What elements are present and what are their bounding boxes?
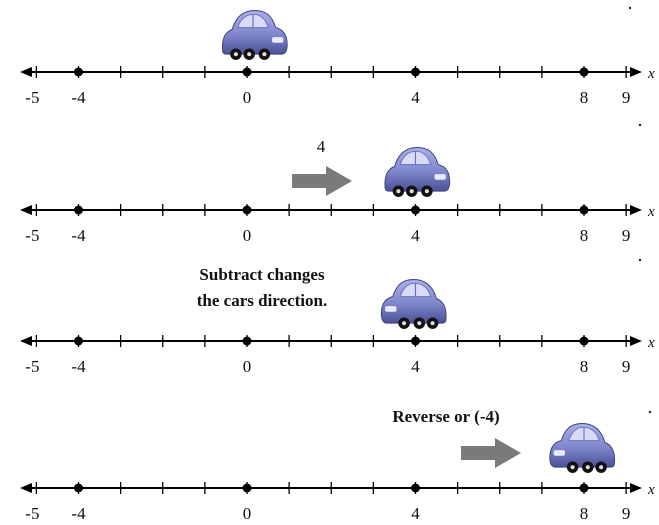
panel-4: -5 -4 0 4 8 9x Reverse or (-4) [20, 407, 655, 523]
tick-label: -4 [71, 88, 86, 107]
point-dot [411, 483, 420, 493]
tick-label: -5 [25, 226, 39, 245]
stray-mark [638, 258, 642, 262]
tick-label: 4 [411, 357, 420, 376]
point-dot [242, 336, 252, 346]
tick-label: -4 [71, 226, 86, 245]
right-arrowhead-icon [630, 205, 642, 215]
point-dot [579, 483, 589, 493]
caption-line: Subtract changes [199, 265, 325, 284]
right-arrowhead-icon [630, 67, 642, 77]
panel-2: -5 -4 0 4 8 9x 4 [20, 137, 655, 245]
tick-label: 4 [411, 504, 420, 523]
point-dot [242, 67, 252, 77]
point-dot [74, 336, 83, 346]
tick-label: -5 [25, 88, 39, 107]
point-dot [74, 483, 83, 493]
tick-label: -4 [71, 357, 86, 376]
tick-label: -5 [25, 504, 39, 523]
tick-label: 9 [622, 504, 631, 523]
arrow-label: Reverse or (-4) [392, 407, 499, 426]
point-dot [579, 67, 589, 77]
tick-label: 9 [622, 226, 631, 245]
tick-label: 0 [243, 88, 252, 107]
axis-variable-label: x [647, 335, 655, 351]
tick-label: 8 [580, 226, 589, 245]
tick-label: 9 [622, 88, 631, 107]
right-arrowhead-icon [630, 336, 642, 346]
tick-label: 8 [580, 88, 589, 107]
point-dot [242, 483, 252, 493]
car-icon [380, 278, 447, 330]
right-arrow-icon [292, 166, 352, 196]
left-arrowhead-icon [20, 483, 32, 493]
car-icon [384, 146, 451, 198]
point-dot [411, 67, 420, 77]
axis-variable-label: x [647, 204, 655, 220]
point-dot [579, 205, 589, 215]
tick-label: 8 [580, 504, 589, 523]
panel-3: -5 -4 0 4 8 9x Subtract changes the cars direct… [20, 265, 655, 376]
tick-label: 9 [622, 357, 631, 376]
tick-label: -4 [71, 504, 86, 523]
point-dot [411, 205, 420, 215]
car-icon [221, 9, 288, 61]
right-arrow-icon [461, 438, 521, 468]
axis-variable-label: x [647, 66, 655, 82]
stray-mark [648, 410, 652, 414]
left-arrowhead-icon [20, 336, 32, 346]
tick-label: 0 [243, 357, 252, 376]
caption-line: the cars direction. [197, 291, 327, 310]
stray-mark [628, 6, 632, 10]
tick-label: 4 [411, 88, 420, 107]
tick-label: 8 [580, 357, 589, 376]
point-dot [242, 205, 252, 215]
point-dot [74, 205, 83, 215]
axis-variable-label: x [647, 482, 655, 498]
point-dot [74, 67, 83, 77]
tick-label: 0 [243, 226, 252, 245]
point-dot [411, 336, 420, 346]
tick-label: -5 [25, 357, 39, 376]
left-arrowhead-icon [20, 67, 32, 77]
panel-1: -5 -4 0 4 8 9x [20, 9, 655, 107]
tick-label: 4 [411, 226, 420, 245]
arrow-label: 4 [317, 137, 326, 156]
tick-label: 0 [243, 504, 252, 523]
point-dot [579, 336, 589, 346]
stray-mark [638, 123, 642, 127]
right-arrowhead-icon [630, 483, 642, 493]
car-icon [549, 422, 616, 474]
left-arrowhead-icon [20, 205, 32, 215]
